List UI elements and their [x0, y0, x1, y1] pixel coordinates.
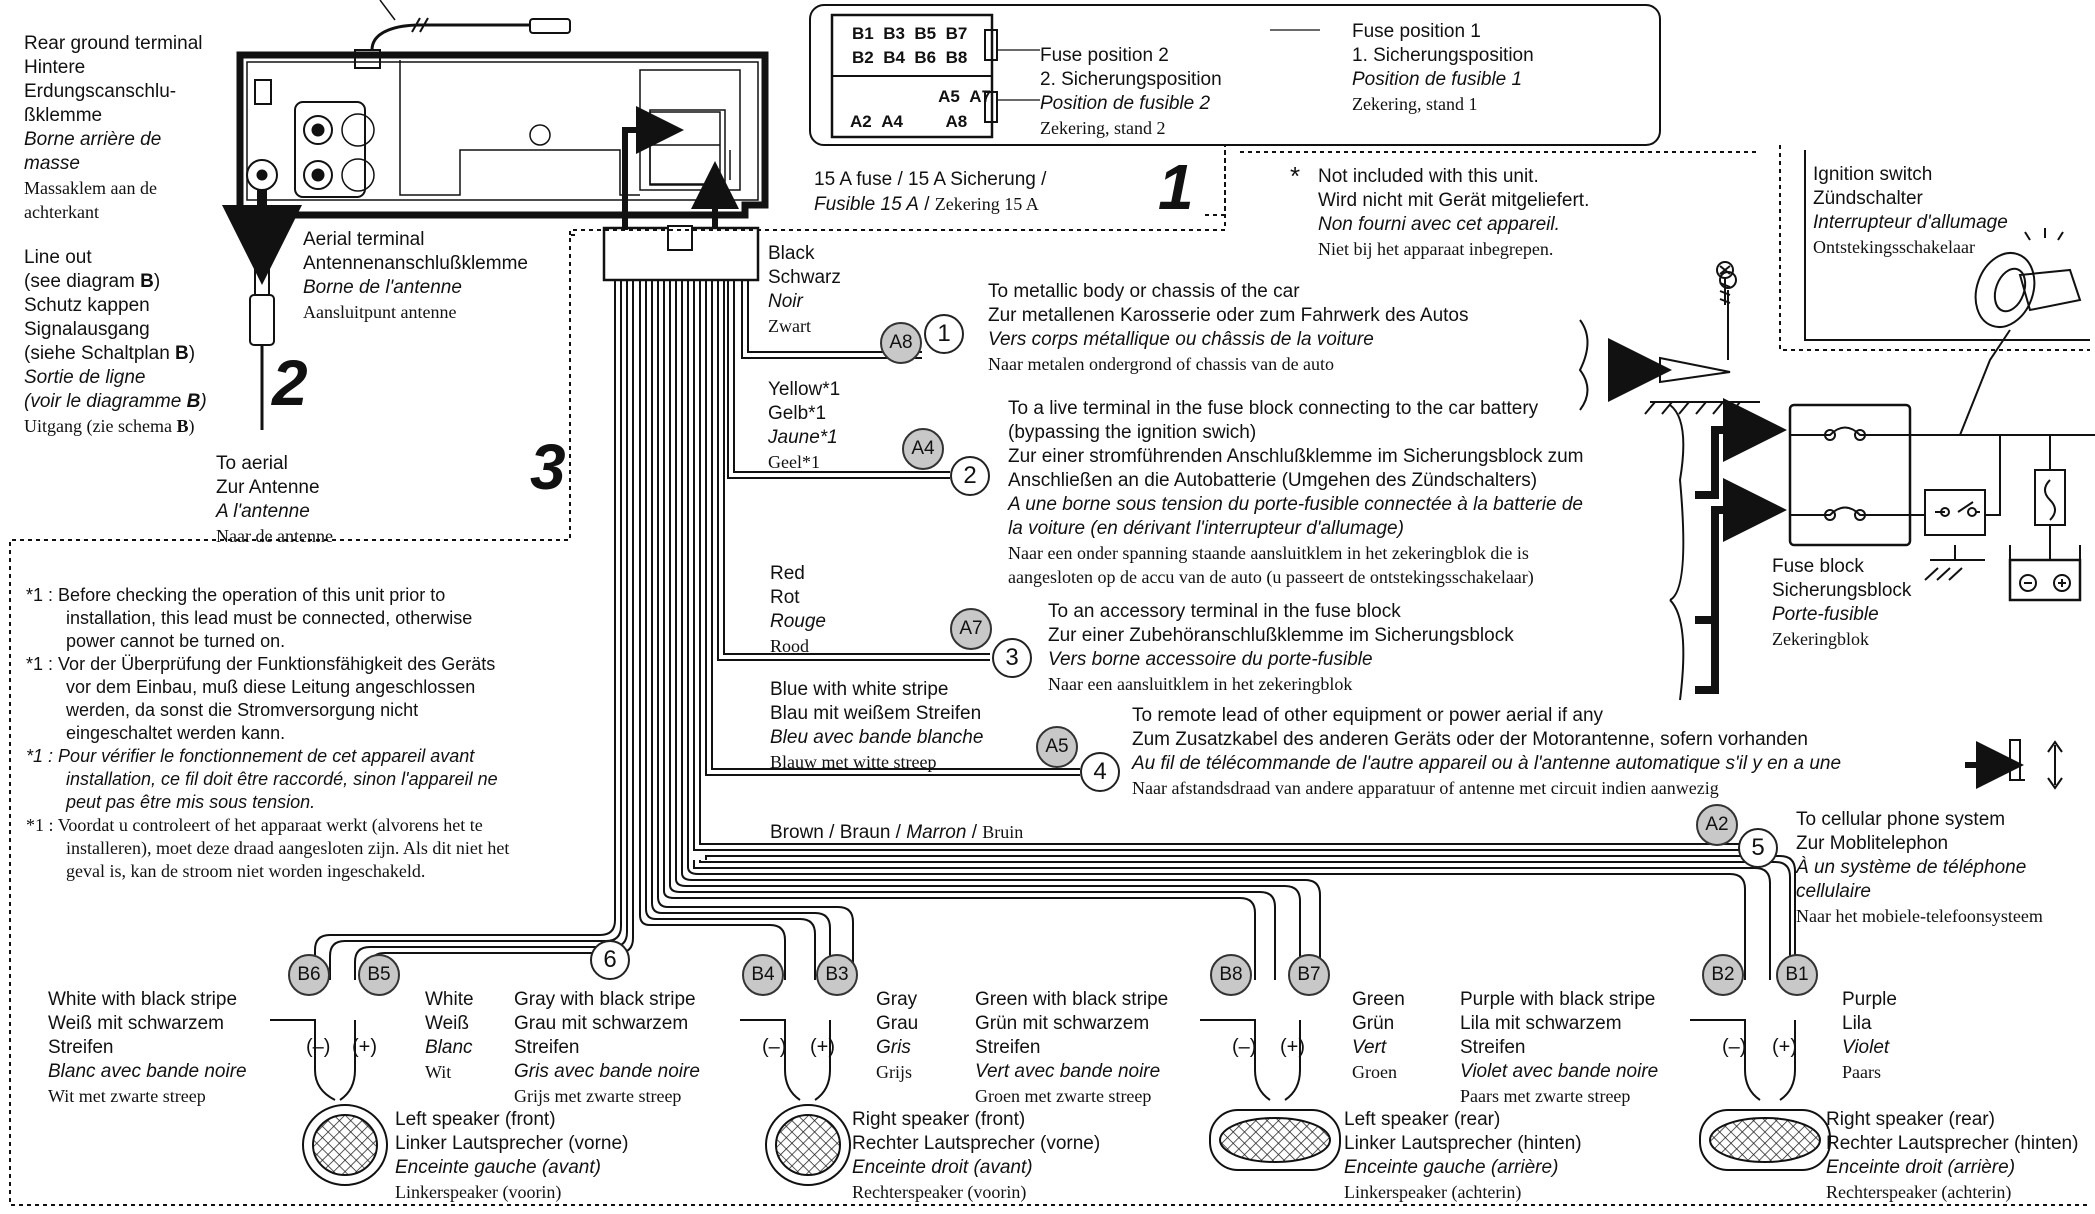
footnote-block: *1 : Before checking the operation of th…: [26, 585, 510, 881]
wire-number-5: 5: [1738, 828, 1778, 868]
fuse-block: [1669, 329, 2095, 701]
fuse-holder-zoom: [809, 4, 1661, 146]
pin-grid-bottom: A5 A7: [938, 87, 991, 106]
not-included-label: Not included with this unit. Wird nicht …: [1318, 166, 1590, 259]
plus-terminal: (+): [810, 1036, 835, 1058]
aerial-terminal-label: Aerial terminal Antennenanschlußklemme B…: [303, 229, 528, 322]
pin-badge-b4: B4: [742, 954, 784, 996]
aerial-plug: [222, 190, 302, 430]
fuse-block-label: Fuse block Sicherungsblock Porte-fusible…: [1772, 556, 1912, 649]
wire-number-6: 6: [590, 940, 630, 980]
speaker-1-neg-wire: White with black stripe Weiß mit schwarz…: [48, 989, 247, 1106]
line-out-label: Line out (see diagram B) Schutz kappen S…: [24, 247, 207, 436]
speaker-2-pos-wire: Gray Grau Gris Grijs: [876, 989, 919, 1082]
fuse-position-2-label: Fuse position 2 2. Sicherungsposition Po…: [1040, 45, 1222, 138]
speaker-1-pos-wire: White Weiß Blanc Wit: [425, 989, 474, 1082]
wire-1-destination: To metallic body or chassis of the car Z…: [988, 281, 1469, 374]
plus-terminal: (+): [352, 1036, 377, 1058]
speakers: [270, 1019, 1831, 1186]
wire-4-color: Blue with white stripe Blau mit weißem S…: [770, 679, 984, 772]
plus-terminal: (+): [1772, 1036, 1797, 1058]
step-number-1: 1: [1158, 151, 1194, 223]
ground-symbol: [1578, 271, 1760, 415]
minus-terminal: (–): [306, 1036, 331, 1058]
pin-badge-b6: B6: [288, 954, 330, 996]
speaker-2-neg-wire: Gray with black stripe Grau mit schwarze…: [514, 989, 700, 1106]
speaker-2-label: Right speaker (front) Rechter Lautsprech…: [852, 1109, 1101, 1202]
fuse-position-1-label: Fuse position 1 1. Sicherungsposition Po…: [1352, 21, 1534, 114]
step-number-2: 2: [272, 347, 308, 419]
pin-grid-top: B1 B3 B5 B7 B2 B4 B6 B8: [852, 24, 968, 67]
pin-badge-a5: A5: [1036, 726, 1078, 768]
pin-grid-bottom-2: A2 A4 A8: [850, 112, 968, 131]
wire-1-color: Black Schwarz Noir Zwart: [768, 243, 841, 336]
pin-badge-b7: B7: [1288, 954, 1330, 996]
wire-number-3: 3: [992, 638, 1032, 678]
wire-4-destination: To remote lead of other equipment or pow…: [1132, 705, 1842, 798]
wire-number-4: 4: [1080, 752, 1120, 792]
minus-terminal: (–): [1232, 1036, 1257, 1058]
speaker-4-pos-wire: Purple Lila Violet Paars: [1842, 989, 1897, 1082]
head-unit-back: [236, 0, 769, 219]
wire-3-destination: To an accessory terminal in the fuse blo…: [1048, 601, 1514, 694]
pin-badge-b2: B2: [1702, 954, 1744, 996]
pin-badge-a7: A7: [950, 608, 992, 650]
asterisk: *: [1290, 161, 1301, 191]
wire-5-destination: To cellular phone system Zur Mobliteleph…: [1796, 809, 2043, 926]
pin-badge-b5: B5: [358, 954, 400, 996]
rear-ground-label: Rear ground terminal Hintere Erdungscans…: [24, 33, 203, 222]
to-aerial-label: To aerial Zur Antenne A l'antenne Naar d…: [216, 453, 333, 546]
minus-terminal: (–): [1722, 1036, 1747, 1058]
wire-number-2: 2: [950, 456, 990, 496]
power-wires: [693, 280, 1740, 851]
pin-badge-a4: A4: [902, 428, 944, 470]
pin-badge-b1: B1: [1776, 954, 1818, 996]
pin-badge-a8: A8: [880, 322, 922, 364]
wire-5-color: Brown / Braun / Marron / Bruin: [770, 822, 1024, 843]
connector: [602, 106, 760, 282]
ignition-switch-label: Ignition switch Zündschalter Interrupteu…: [1813, 164, 2008, 257]
wire-number-1: 1: [924, 314, 964, 354]
wire-3-color: Red Rot Rouge Rood: [770, 563, 826, 656]
wire-2-color: Yellow*1 Gelb*1 Jaune*1 Geel*1: [768, 379, 841, 472]
step-number-3: 3: [530, 431, 566, 503]
speaker-4-label: Right speaker (rear) Rechter Lautspreche…: [1826, 1109, 2079, 1202]
minus-terminal: (–): [762, 1036, 787, 1058]
speaker-3-neg-wire: Green with black stripe Grün mit schwarz…: [975, 989, 1169, 1106]
remote-symbol: [1965, 739, 2063, 790]
pin-badge-b3: B3: [816, 954, 858, 996]
pin-block-small: [649, 111, 721, 185]
pin-badge-b8: B8: [1210, 954, 1252, 996]
fuse-15a-label: 15 A fuse / 15 A Sicherung / Fusible 15 …: [814, 169, 1047, 215]
screw: [1716, 261, 1734, 305]
pin-badge-a2: A2: [1696, 804, 1738, 846]
wire-2-destination: To a live terminal in the fuse block con…: [1008, 398, 1584, 587]
speaker-1-label: Left speaker (front) Linker Lautsprecher…: [395, 1109, 629, 1202]
plus-terminal: (+): [1280, 1036, 1305, 1058]
speaker-3-pos-wire: Green Grün Vert Groen: [1352, 989, 1405, 1082]
speaker-3-label: Left speaker (rear) Linker Lautsprecher …: [1344, 1109, 1582, 1202]
speaker-4-neg-wire: Purple with black stripe Lila mit schwar…: [1460, 989, 1659, 1106]
ignition-key: [1974, 228, 2082, 328]
